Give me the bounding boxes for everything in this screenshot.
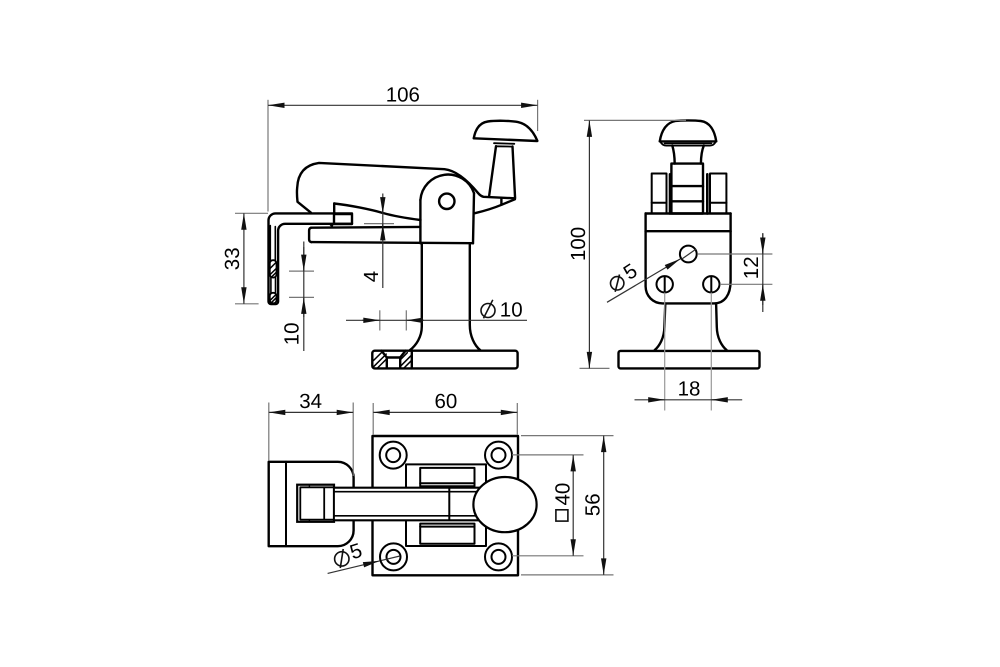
svg-text:10: 10 (500, 298, 523, 321)
svg-text:60: 60 (434, 390, 457, 413)
svg-text:12: 12 (740, 256, 763, 279)
svg-text:18: 18 (678, 377, 701, 400)
svg-text:33: 33 (221, 247, 244, 270)
svg-text:106: 106 (386, 84, 420, 107)
svg-text:40: 40 (552, 483, 575, 506)
svg-text:100: 100 (567, 227, 590, 261)
svg-text:56: 56 (581, 493, 604, 516)
svg-text:4: 4 (360, 271, 383, 282)
svg-text:10: 10 (281, 322, 304, 345)
svg-text:34: 34 (299, 390, 322, 413)
